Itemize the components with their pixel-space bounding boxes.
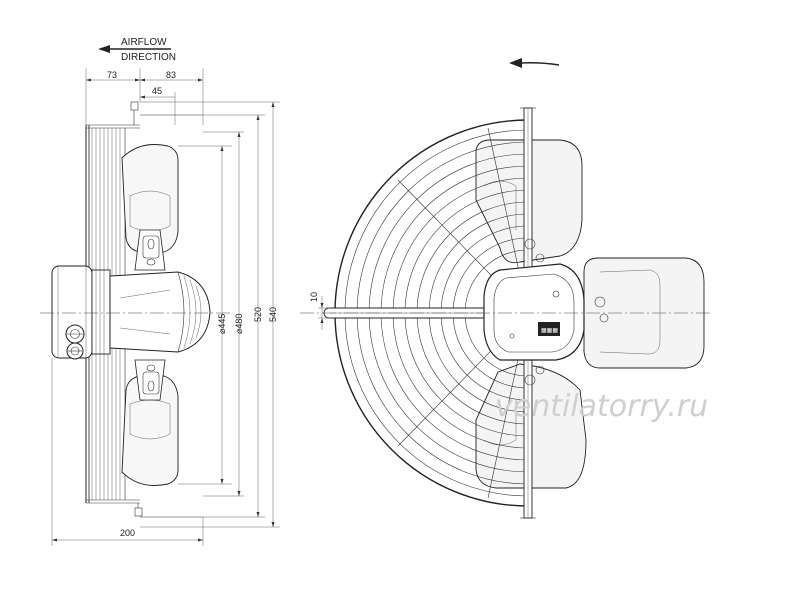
airflow-direction-label: AIRFLOW DIRECTION — [98, 37, 176, 63]
motor-side — [51, 265, 211, 360]
airflow-label-line2: DIRECTION — [121, 52, 176, 63]
dim-200: 200 — [120, 528, 135, 538]
dim-dia-445: ⌀445 — [217, 314, 227, 334]
svg-text:▦▦▦: ▦▦▦ — [541, 328, 558, 334]
dim-45: 45 — [152, 86, 162, 96]
vertical-dimensions: ⌀445 ⌀480 520 540 — [140, 101, 280, 528]
dim-10: 10 — [309, 292, 319, 302]
blade-upper — [121, 144, 179, 271]
bottom-dimension: 200 — [51, 358, 204, 546]
blade-lower — [121, 359, 179, 486]
dim-520: 520 — [253, 307, 263, 322]
front-view: ▦▦▦ 10 — [300, 107, 712, 519]
watermark: ventilatorry.ru — [495, 389, 708, 424]
dim-73: 73 — [107, 70, 117, 80]
airflow-label-line1: AIRFLOW — [121, 37, 167, 48]
curved-arrow-left-icon — [509, 58, 560, 68]
side-view: 73 83 45 — [40, 68, 280, 546]
dim-83: 83 — [166, 70, 176, 80]
top-dimensions: 73 83 45 — [85, 68, 204, 125]
motor-front: ▦▦▦ — [483, 263, 585, 361]
arrow-left-icon — [98, 45, 171, 53]
dim-540: 540 — [268, 307, 278, 322]
hub-bolts — [524, 238, 609, 386]
slot-dimension: 10 — [309, 292, 332, 330]
dim-dia-480: ⌀480 — [234, 314, 244, 334]
